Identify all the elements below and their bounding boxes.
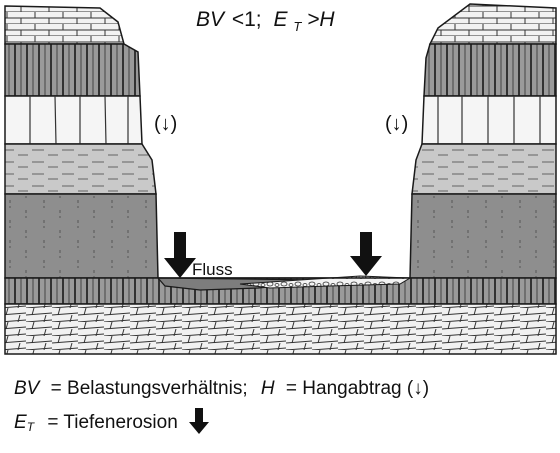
left-dashed-band [4,143,157,195]
header-bv-symbol: BV [196,8,226,31]
right-cap-rock [428,3,557,45]
legend-et-definition: = Tiefenerosion [47,412,178,433]
header-bv-relation: <1; [232,8,262,31]
right-cliff [409,3,557,279]
left-light-band [4,95,143,145]
valley-cross-section-diagram: BV <1; E T >H (↓) (↓) Fluss [4,3,557,355]
left-dark-band [4,193,159,279]
down-arrow-icon [164,232,196,278]
down-arrow-icon [189,408,210,434]
legend-bv-definition: = Belastungsverhältnis; [50,378,248,399]
left-cap-rock [4,5,125,45]
slope-marker-left: (↓) [154,113,177,135]
down-arrow-icon [350,232,382,276]
legend-h-definition: = Hangabtrag (↓) [285,378,430,399]
legend-et-subscript: T [26,420,35,434]
right-grey-band [423,43,557,97]
legend-row-bv-h: BV = Belastungsverhältnis; H = Hangabtra… [14,372,554,406]
header-et-relation: >H [307,8,335,31]
header-et-symbol: E [273,8,288,31]
legend-et-symbol: E [14,412,27,433]
legend: BV = Belastungsverhältnis; H = Hangabtra… [14,372,554,440]
river-gravel [239,275,412,289]
bedrock-base [4,303,557,355]
left-grey-band [4,43,141,97]
legend-h-symbol: H [260,378,275,399]
legend-bv-symbol: BV [14,378,40,399]
river-label: Fluss [192,260,233,279]
left-cliff [4,5,159,279]
diagram-header: BV <1; E T >H [196,8,335,36]
right-dashed-band [411,143,557,195]
right-light-band [421,95,557,145]
right-dark-band [409,193,557,279]
slope-marker-right: (↓) [385,113,408,135]
legend-row-et: ET = Tiefenerosion [14,406,554,440]
header-et-subscript: T [293,19,302,34]
